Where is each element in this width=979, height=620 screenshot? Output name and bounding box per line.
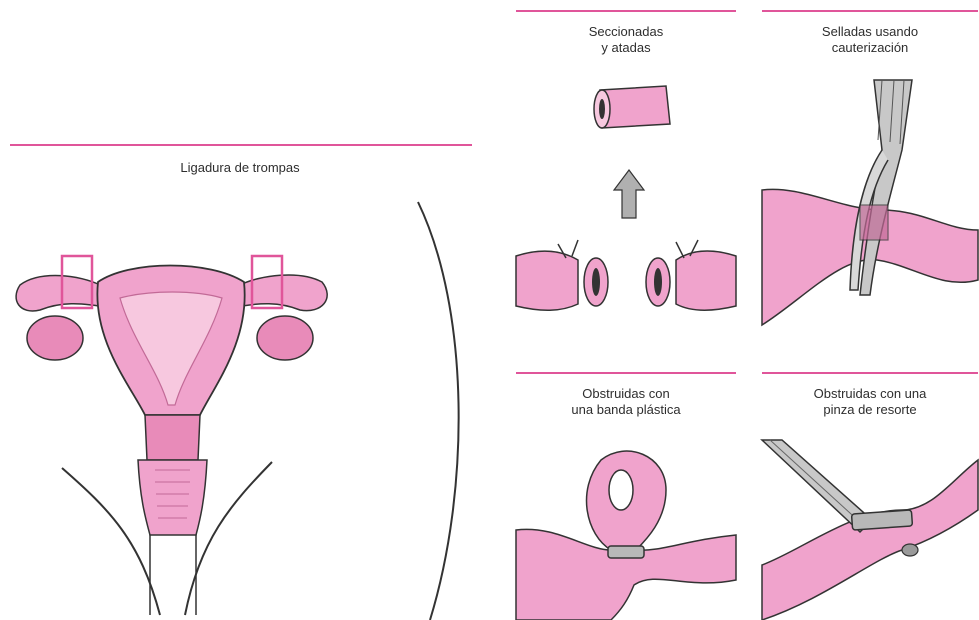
cautery-illustration: [762, 80, 978, 330]
panel-title-clip: Obstruidas con una pinza de resorte: [762, 386, 978, 418]
clip-illustration: [762, 440, 978, 620]
main-title: Ligadura de trompas: [90, 160, 390, 176]
panel-title-line: cauterización: [762, 40, 978, 56]
panel-rule-clip: [762, 372, 978, 374]
panel-title-band: Obstruidas con una banda plástica: [516, 386, 736, 418]
band-illustration: [516, 440, 736, 620]
panel-title-line: pinza de resorte: [762, 402, 978, 418]
ovary-right: [257, 316, 313, 360]
spring-clip: [852, 510, 913, 530]
panel-rule-cautery: [762, 10, 978, 12]
title-rule: [10, 144, 472, 146]
panel-title-line: Selladas usando: [762, 24, 978, 40]
uterus-illustration: [0, 190, 480, 620]
cervix: [145, 415, 200, 460]
vagina: [138, 460, 207, 535]
panel-rule-band: [516, 372, 736, 374]
panel-title-line: Seccionadas: [516, 24, 736, 40]
panel-title-line: Obstruidas con: [516, 386, 736, 402]
plastic-band: [608, 546, 644, 558]
tube-tied-left: [516, 251, 578, 310]
panel-title-cut-tied: Seccionadas y atadas: [516, 24, 736, 56]
panel-title-cautery: Selladas usando cauterización: [762, 24, 978, 56]
panel-title-line: y atadas: [516, 40, 736, 56]
tube-clipped: [762, 460, 978, 620]
ovary-left: [27, 316, 83, 360]
body-outline-right: [418, 202, 459, 620]
up-arrow-icon: [614, 170, 644, 218]
fallopian-tube-right: [232, 275, 327, 311]
panel-title-line: Obstruidas con una: [762, 386, 978, 402]
panel-rule-cut-tied: [516, 10, 736, 12]
tube-tied-right: [676, 251, 736, 310]
panel-title-line: una banda plástica: [516, 402, 736, 418]
cut-tied-illustration: [516, 80, 736, 320]
